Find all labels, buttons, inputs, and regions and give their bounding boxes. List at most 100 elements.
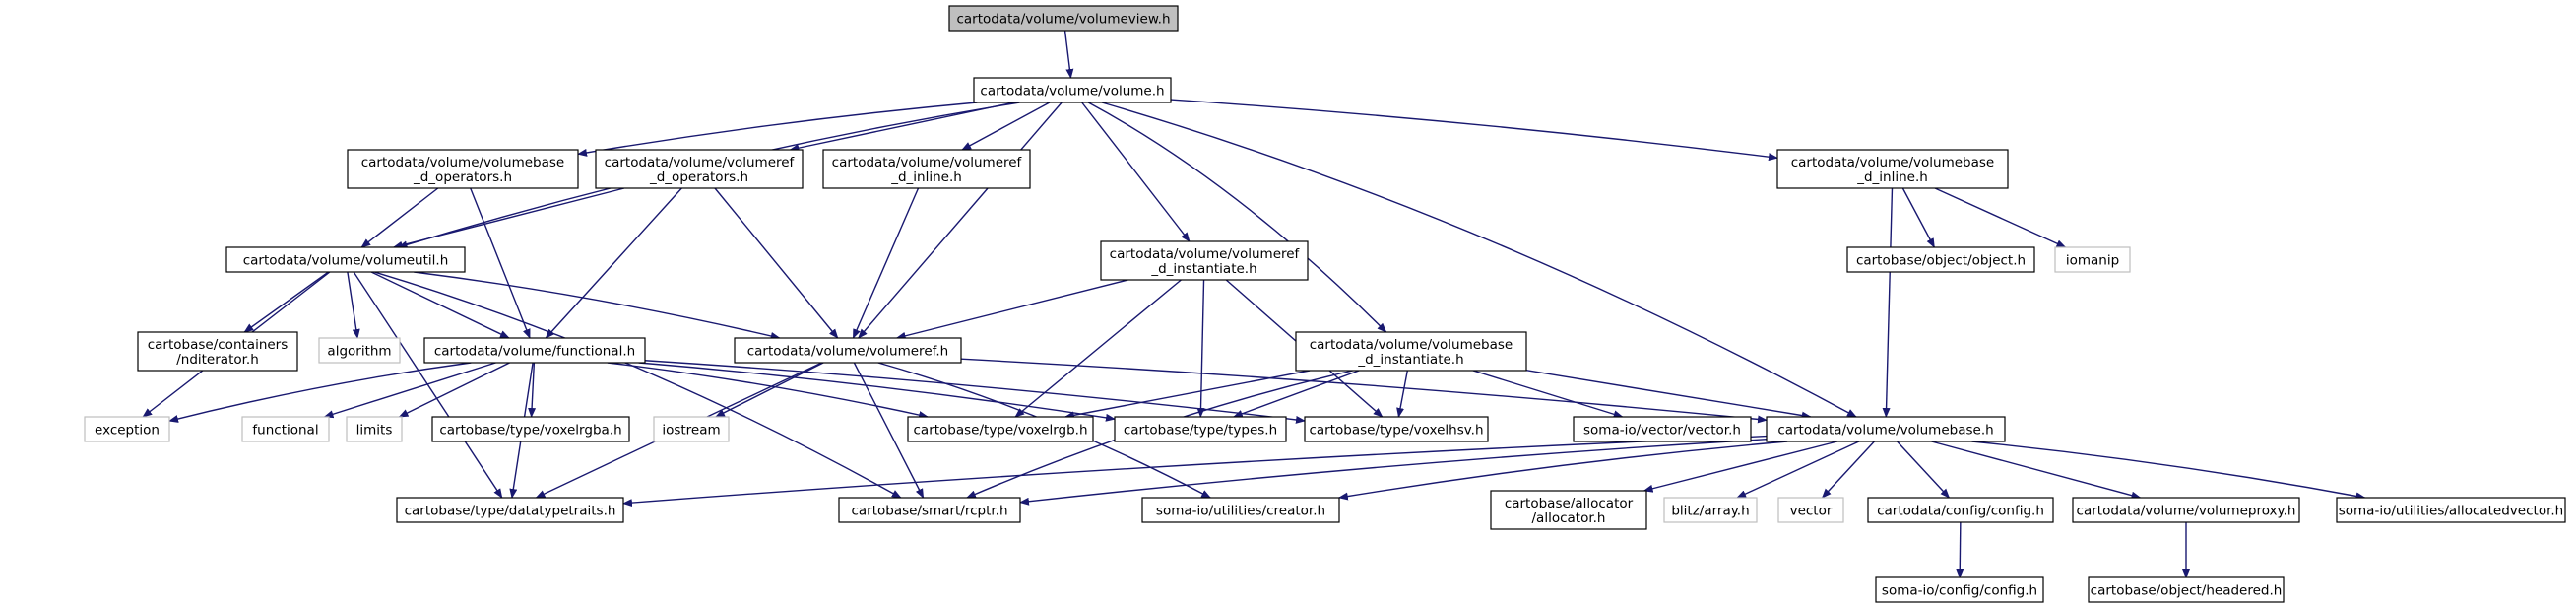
node-volumeutil[interactable]: cartodata/volume/volumeutil.h — [225, 246, 466, 273]
node-box[interactable] — [2054, 246, 2131, 273]
node-box[interactable] — [653, 416, 730, 442]
node-label: cartodata/volume/volumeview.h — [956, 12, 1170, 28]
node-box[interactable] — [1141, 497, 1340, 523]
edge-functional_h-to-voxelrgba — [528, 362, 537, 418]
edge-line — [1232, 370, 1360, 418]
node-box[interactable] — [2088, 576, 2285, 603]
node-vector-h[interactable]: soma-io/vector/vector.h — [1573, 416, 1752, 442]
node-headered[interactable]: cartobase/object/headered.h — [2088, 576, 2285, 603]
node-allocatedvector[interactable]: soma-io/utilities/allocatedvector.h — [2336, 497, 2566, 523]
node-box[interactable] — [2072, 497, 2300, 523]
node-box[interactable] — [137, 331, 298, 372]
node-iostream[interactable]: iostream — [653, 416, 730, 442]
node-box[interactable] — [318, 337, 401, 364]
node-vector[interactable]: vector — [1777, 497, 1844, 523]
node-types[interactable]: cartobase/type/types.h — [1114, 416, 1287, 442]
node-box[interactable] — [1114, 416, 1287, 442]
node-volumeview[interactable]: cartodata/volume/volumeview.h — [948, 5, 1179, 32]
node-box[interactable] — [2336, 497, 2566, 523]
node-label: cartobase/object/object.h — [1856, 253, 2026, 269]
node-datatypetraits[interactable]: cartobase/type/datatypetraits.h — [396, 497, 624, 523]
node-config-cd[interactable]: cartodata/config/config.h — [1867, 497, 2054, 523]
edge-volumebase-to-config_cd — [1897, 441, 1951, 499]
node-object[interactable]: cartobase/object/object.h — [1846, 246, 2035, 273]
node-vr-ops[interactable]: cartodata/volume/volumeref_d_operators.h — [595, 149, 804, 189]
node-volumeref[interactable]: cartodata/volume/volumeref.h — [734, 337, 962, 364]
node-box[interactable] — [1776, 149, 2009, 189]
node-vr-inline[interactable]: cartodata/volume/volumeref_d_inline.h — [822, 149, 1031, 189]
node-volumebase[interactable]: cartodata/volume/volumebase.h — [1766, 416, 2006, 442]
node-box[interactable] — [838, 497, 1021, 523]
node-blitz[interactable]: blitz/array.h — [1663, 497, 1758, 523]
node-box[interactable] — [225, 246, 466, 273]
node-box[interactable] — [84, 416, 170, 442]
node-voxelrgba[interactable]: cartobase/type/voxelrgba.h — [431, 416, 630, 442]
node-box[interactable] — [1100, 240, 1309, 281]
node-nditerator[interactable]: cartobase/containers/nditerator.h — [137, 331, 298, 372]
node-config-soma[interactable]: soma-io/config/config.h — [1875, 576, 2044, 603]
node-box[interactable] — [1490, 490, 1647, 530]
node-functional-h[interactable]: cartodata/volume/functional.h — [423, 337, 646, 364]
edge-volume-to-vr_inst — [1081, 102, 1191, 242]
node-voxelrgb[interactable]: cartobase/type/voxelrgb.h — [907, 416, 1094, 442]
edge-volumebase-to-datatypetraits — [622, 435, 1768, 508]
node-box[interactable] — [347, 149, 579, 189]
node-box[interactable] — [1573, 416, 1752, 442]
node-box[interactable] — [595, 149, 804, 189]
edge-vr_inline-to-volumeref — [852, 187, 920, 339]
edge-line — [1821, 441, 1875, 499]
node-rcptr[interactable]: cartobase/smart/rcptr.h — [838, 497, 1021, 523]
node-label: cartobase/containers — [148, 337, 289, 353]
node-label: /allocator.h — [1532, 510, 1606, 526]
node-label: cartodata/volume/volumebase — [1791, 155, 1995, 170]
node-volumeproxy[interactable]: cartodata/volume/volumeproxy.h — [2072, 497, 2300, 523]
node-label: cartodata/volume/volumebase — [1310, 337, 1513, 353]
node-box[interactable] — [1777, 497, 1844, 523]
edge-functional_h-to-functional — [323, 362, 496, 419]
node-box[interactable] — [1663, 497, 1758, 523]
edge-line — [528, 362, 537, 418]
node-volume[interactable]: cartodata/volume/volume.h — [973, 77, 1172, 103]
edge-line — [1170, 99, 1778, 162]
node-functional[interactable]: functional — [241, 416, 330, 442]
node-box[interactable] — [907, 416, 1094, 442]
edge-line — [414, 271, 781, 340]
node-box[interactable] — [1766, 416, 2006, 442]
node-box[interactable] — [1875, 576, 2044, 603]
node-vb-inst[interactable]: cartodata/volume/volumebase_d_instantiat… — [1295, 331, 1527, 372]
node-voxelhsv[interactable]: cartobase/type/voxelhsv.h — [1304, 416, 1489, 442]
node-label: _d_operators.h — [413, 169, 512, 185]
node-box[interactable] — [346, 416, 403, 442]
edge-line — [470, 187, 531, 339]
node-box[interactable] — [948, 5, 1179, 32]
node-box[interactable] — [822, 149, 1031, 189]
node-box[interactable] — [1867, 497, 2054, 523]
node-label: limits — [356, 423, 393, 439]
edge-layer — [142, 30, 2366, 578]
node-exception[interactable]: exception — [84, 416, 170, 442]
node-box[interactable] — [973, 77, 1172, 103]
edge-vb_inst-to-volumebase — [1525, 369, 1812, 420]
node-creator[interactable]: soma-io/utilities/creator.h — [1141, 497, 1340, 523]
node-box[interactable] — [423, 337, 646, 364]
node-algorithm[interactable]: algorithm — [318, 337, 401, 364]
node-vb-inline[interactable]: cartodata/volume/volumebase_d_inline.h — [1776, 149, 2009, 189]
node-box[interactable] — [431, 416, 630, 442]
node-limits[interactable]: limits — [346, 416, 403, 442]
node-label: cartodata/volume/volumeref — [832, 155, 1023, 170]
node-box[interactable] — [1304, 416, 1489, 442]
node-label: cartodata/volume/volumeref.h — [747, 344, 949, 360]
node-vr-inst[interactable]: cartodata/volume/volumeref_d_instantiate… — [1100, 240, 1309, 281]
node-box[interactable] — [734, 337, 962, 364]
edge-volume-to-vr_inline — [961, 102, 1051, 151]
node-box[interactable] — [1846, 246, 2035, 273]
node-iomanip[interactable]: iomanip — [2054, 246, 2131, 273]
node-allocator[interactable]: cartobase/allocator/allocator.h — [1490, 490, 1647, 530]
node-vb-ops[interactable]: cartodata/volume/volumebase_d_operators.… — [347, 149, 579, 189]
node-layer: cartodata/volume/volumeview.h cartodata/v… — [84, 5, 2566, 603]
node-box[interactable] — [241, 416, 330, 442]
node-box[interactable] — [1295, 331, 1527, 372]
node-box[interactable] — [396, 497, 624, 523]
edge-line — [607, 362, 930, 419]
edge-volume-to-vb_inst — [1087, 102, 1387, 333]
